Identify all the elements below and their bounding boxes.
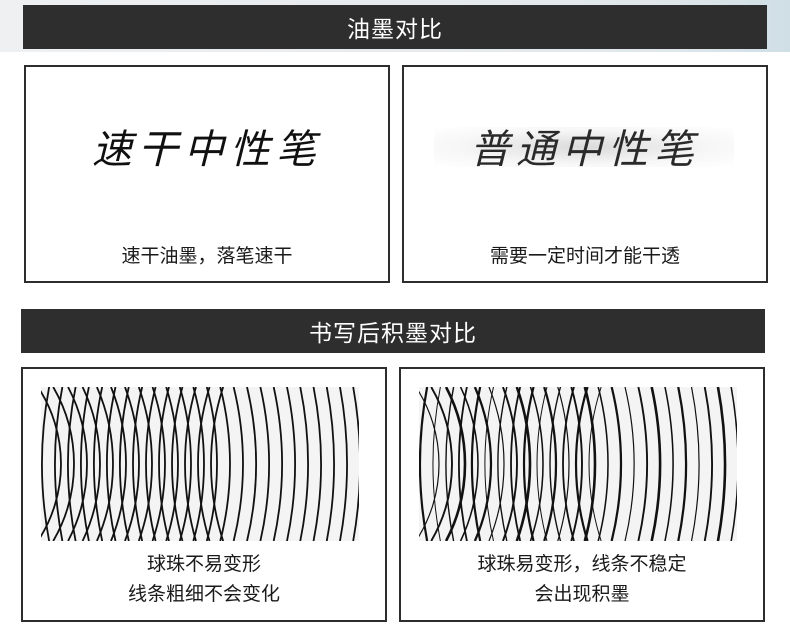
arc-line — [219, 387, 231, 541]
arc-line — [352, 387, 359, 541]
arc-line — [325, 387, 335, 541]
arc-line — [588, 387, 602, 541]
arc-line — [171, 387, 184, 541]
arc-line — [430, 387, 453, 541]
arc-line — [145, 387, 157, 541]
arc-line — [570, 387, 583, 541]
arc-line — [543, 387, 558, 541]
arc-line — [610, 387, 623, 541]
line-pattern-image — [419, 387, 737, 541]
arc-line — [502, 387, 518, 541]
arc-line — [497, 387, 508, 541]
arc-line — [299, 387, 309, 541]
arc-line — [246, 387, 257, 541]
arc-line — [574, 387, 589, 541]
arc-line — [529, 387, 544, 541]
arc-line — [339, 387, 348, 541]
arc-line — [458, 387, 468, 541]
arc-line — [484, 387, 494, 541]
blob-panel-unstable: 球珠易变形，线条不稳定 会出现积墨 — [399, 367, 765, 622]
arc-line — [178, 387, 192, 541]
arc-line — [110, 387, 127, 541]
section-header-ink: 油墨对比 — [23, 5, 767, 49]
arc-line — [650, 387, 662, 541]
arc-line — [119, 387, 130, 541]
line-pattern-image — [41, 387, 359, 541]
arc-line — [473, 387, 493, 541]
arc-line — [272, 387, 283, 541]
arc-line — [205, 387, 218, 541]
arc-line — [549, 387, 562, 541]
arc-line — [562, 387, 575, 541]
arc-line — [124, 387, 140, 541]
panel-caption: 球珠易变形，线条不稳定 会出现积墨 — [401, 549, 763, 609]
arc-line — [664, 387, 674, 541]
arc-line — [54, 387, 64, 541]
ink-panel-normal: 普通中性笔 需要一定时间才能干透 — [402, 65, 768, 283]
arc-line — [624, 387, 635, 541]
arc-line — [419, 387, 429, 541]
arc-line — [158, 387, 170, 541]
arc-line — [93, 387, 104, 541]
arc-line — [557, 387, 570, 541]
ink-panel-fast-dry: 速干中性笔 速干油墨，落笔速干 — [24, 65, 390, 283]
arc-line — [259, 387, 270, 541]
arc-line — [210, 387, 225, 541]
arc-line — [67, 387, 77, 541]
handwriting-sample: 速干中性笔 — [92, 127, 322, 173]
arc-line — [96, 387, 114, 541]
arc-line — [41, 390, 62, 538]
blob-panel-stable: 球珠不易变形 线条粗细不会变化 — [21, 367, 387, 622]
arc-line — [106, 387, 117, 541]
section-header-blob: 书写后积墨对比 — [21, 309, 765, 353]
arc-line — [716, 387, 727, 541]
arc-line — [197, 387, 211, 541]
arc-line — [703, 387, 713, 541]
arc-line — [184, 387, 197, 541]
arc-line — [312, 387, 322, 541]
arc-pattern-unstable — [419, 387, 737, 541]
ink-smudge — [434, 127, 734, 167]
section-title: 油墨对比 — [347, 17, 443, 43]
caption-line-1: 球珠易变形，线条不稳定 — [477, 553, 687, 575]
arc-line — [515, 387, 532, 541]
arc-line — [151, 387, 166, 541]
arc-line — [445, 387, 455, 541]
arc-line — [192, 387, 205, 541]
arc-line — [488, 387, 505, 541]
arc-line — [286, 387, 296, 541]
arc-line — [165, 387, 179, 541]
arc-line — [232, 387, 244, 541]
arc-line — [52, 387, 75, 541]
section-title: 书写后积墨对比 — [309, 321, 477, 347]
arc-line — [690, 387, 700, 541]
arc-line — [597, 387, 609, 541]
arc-line — [444, 387, 467, 541]
panel-caption: 速干油墨，落笔速干 — [121, 245, 293, 267]
arc-line — [730, 387, 737, 541]
caption-line-2: 会出现积墨 — [534, 583, 630, 605]
arc-line — [536, 387, 548, 541]
handwriting-sample: 普通中性笔 — [470, 127, 700, 173]
arc-pattern-stable — [41, 387, 359, 541]
arc-line — [510, 387, 522, 541]
arc-line — [432, 387, 441, 541]
arc-line — [459, 387, 479, 541]
arc-line — [137, 387, 153, 541]
arc-line — [677, 387, 688, 541]
arc-line — [470, 387, 482, 541]
arc-line — [132, 387, 144, 541]
arc-line — [419, 390, 440, 538]
arc-line — [583, 387, 597, 541]
arc-line — [41, 387, 51, 541]
arc-line — [637, 387, 648, 541]
arc-line — [522, 387, 535, 541]
panel-caption: 球珠不易变形 线条粗细不会变化 — [23, 549, 385, 609]
arc-line — [80, 387, 90, 541]
panel-caption: 需要一定时间才能干透 — [489, 245, 680, 267]
caption-line-2: 线条粗细不会变化 — [127, 583, 280, 605]
caption-line-1: 球珠不易变形 — [146, 553, 261, 575]
